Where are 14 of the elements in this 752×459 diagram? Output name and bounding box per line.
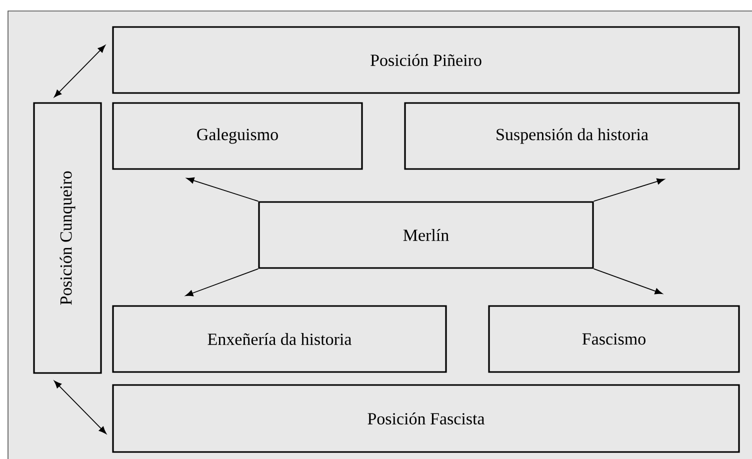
arrow	[54, 45, 106, 98]
arrow	[593, 178, 665, 202]
position-box: Posición Fascista	[112, 384, 740, 453]
position-box: Posición Piñeiro	[112, 26, 740, 94]
arrow	[593, 268, 663, 294]
position-box: Posición Cunqueiro	[33, 102, 102, 374]
arrow	[186, 177, 259, 202]
concept-box: Suspensión da historia	[404, 102, 740, 170]
concept-box: Galeguismo	[112, 102, 363, 170]
arrow	[54, 380, 106, 434]
concept-box: Enxeñería da historia	[112, 305, 447, 373]
arrow	[185, 268, 259, 296]
concept-box: Fascismo	[488, 305, 740, 373]
concept-box: Merlín	[258, 201, 594, 269]
